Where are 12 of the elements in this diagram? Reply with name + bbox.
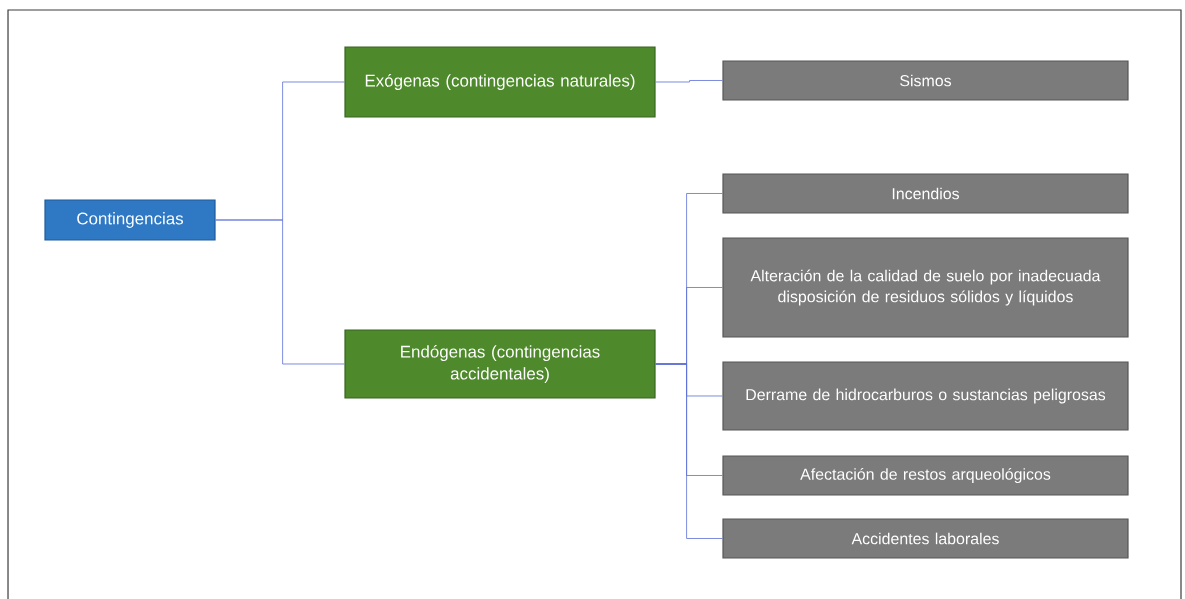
item-box: Derrame de hidrocarburos o sustancias peligrosas <box>722 361 1129 431</box>
item-box: Afectación de restos arqueológicos <box>722 455 1129 496</box>
connector-line <box>655 80 723 83</box>
item-box: Sismos <box>722 60 1129 101</box>
connector-line <box>655 363 723 539</box>
item-box: Accidentes laborales <box>722 518 1129 559</box>
connector-line <box>215 219 345 365</box>
item-box: Incendios <box>722 173 1129 214</box>
item-box: Alteración de la calidad de suelo por inadecuada disposición de residuos sólidos y líquidos <box>722 237 1129 338</box>
category-box: Endógenas (contingencias accidentales) <box>344 329 656 399</box>
box-node: Contingencias <box>44 199 216 241</box>
category-box: Exógenas (contingencias naturales) <box>344 46 656 118</box>
